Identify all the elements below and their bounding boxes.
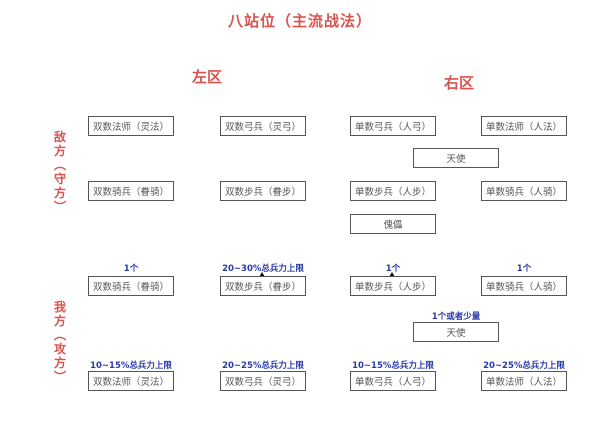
zone-label-left: 左区	[192, 68, 223, 86]
side-char: ︶	[53, 370, 66, 384]
note-single-archer: 10~15%总兵力上限	[352, 361, 434, 371]
side-char: 方	[53, 186, 66, 200]
note-dual-mage: 10~15%总兵力上限	[90, 361, 172, 371]
side-char: 方	[53, 144, 66, 158]
note-angel: 1个或者少量	[431, 312, 481, 322]
our-box-single-cavalry: 单数骑兵（人骑）	[481, 276, 567, 296]
enemy-box-single-archer: 单数弓兵（人弓）	[350, 116, 436, 136]
side-char: 敌	[53, 130, 66, 144]
our-box-angel: 天使	[413, 322, 499, 342]
side-label-enemy: 敌 方 ︵ 守 方 ︶	[52, 130, 68, 214]
side-label-ours: 我 方 ︵ 攻 方 ︶	[52, 300, 68, 384]
our-box-dual-cavalry: 双数骑兵（眷骑）	[88, 276, 174, 296]
arrow-up-icon	[259, 272, 265, 277]
note-single-infantry: 1个	[385, 264, 401, 274]
our-box-dual-archer: 双数弓兵（灵弓）	[220, 371, 306, 391]
side-char: 方	[53, 314, 66, 328]
note-dual-cavalry: 1个	[123, 264, 139, 274]
side-char: 守	[53, 172, 66, 186]
our-box-single-infantry: 单数步兵（人步）	[350, 276, 436, 296]
side-char: 我	[53, 300, 66, 314]
side-char: 攻	[53, 342, 66, 356]
side-char: ︶	[53, 200, 66, 214]
enemy-box-dual-mage: 双数法师（灵法）	[88, 116, 174, 136]
enemy-box-single-infantry: 单数步兵（人步）	[350, 181, 436, 201]
our-box-dual-mage: 双数法师（灵法）	[88, 371, 174, 391]
side-char: ︵	[53, 328, 66, 342]
note-single-cavalry: 1个	[516, 264, 532, 274]
note-dual-infantry: 20~30%总兵力上限	[222, 264, 304, 274]
enemy-box-angel: 天使	[413, 148, 499, 168]
our-box-dual-infantry: 双数步兵（眷步）	[220, 276, 306, 296]
enemy-box-single-cavalry: 单数骑兵（人骑）	[481, 181, 567, 201]
enemy-box-dual-cavalry: 双数骑兵（眷骑）	[88, 181, 174, 201]
enemy-box-single-mage: 单数法师（人法）	[481, 116, 567, 136]
diagram-title: 八站位（主流战法）	[227, 12, 372, 30]
our-box-single-mage: 单数法师（人法）	[481, 371, 567, 391]
our-box-single-archer: 单数弓兵（人弓）	[350, 371, 436, 391]
side-char: 方	[53, 356, 66, 370]
enemy-box-dual-archer: 双数弓兵（灵弓）	[220, 116, 306, 136]
note-single-mage: 20~25%总兵力上限	[483, 361, 565, 371]
enemy-box-puppet: 傀儡	[350, 214, 436, 234]
side-char: ︵	[53, 158, 66, 172]
zone-label-right: 右区	[444, 74, 475, 92]
enemy-box-dual-infantry: 双数步兵（眷步）	[220, 181, 306, 201]
arrow-up-icon	[389, 272, 395, 277]
note-dual-archer: 20~25%总兵力上限	[222, 361, 304, 371]
